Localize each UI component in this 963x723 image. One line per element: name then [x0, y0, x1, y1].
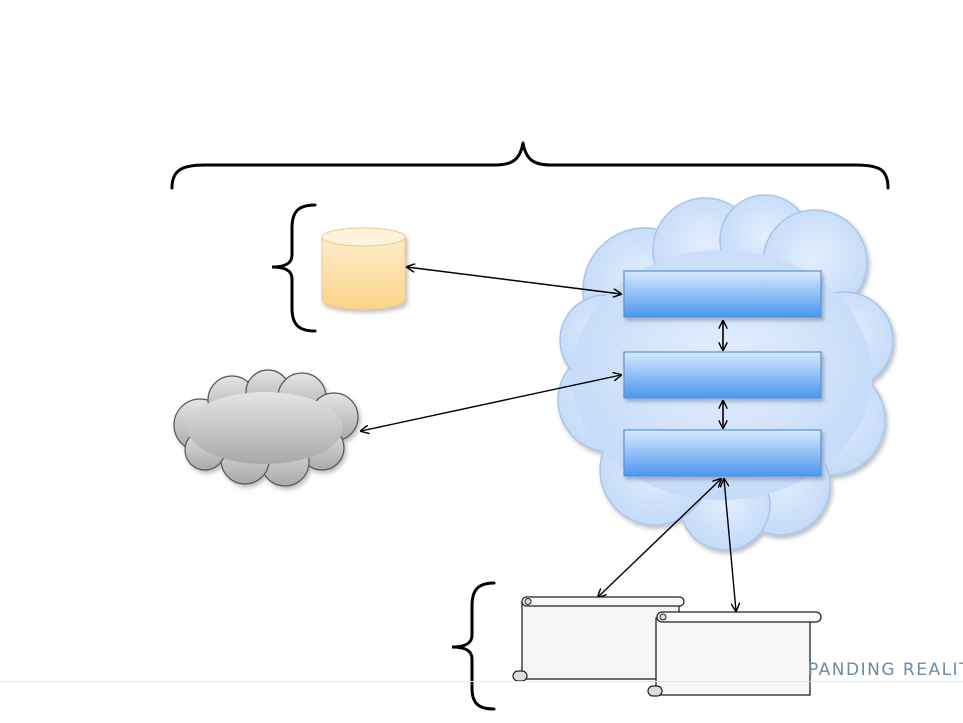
database-brace [271, 203, 317, 333]
arrow-graycloud-box2 [361, 375, 621, 431]
top-brace [170, 141, 890, 190]
blue-box-top[interactable] [623, 270, 822, 318]
gray-cloud-icon [173, 369, 359, 487]
footer-divider [0, 681, 963, 682]
scroll-brace [451, 581, 496, 711]
arrow-box3-scroll2 [724, 479, 736, 611]
arrow-database-box1 [407, 267, 621, 294]
blue-box-middle[interactable] [623, 351, 822, 399]
footer-brand-text: PANDING REALITY [808, 660, 963, 680]
blue-box-bottom[interactable] [623, 429, 822, 477]
database-icon [321, 227, 406, 310]
arrow-box3-scroll1 [598, 479, 721, 597]
document-scroll-2 [647, 611, 822, 697]
document-scroll-1 [512, 596, 685, 682]
